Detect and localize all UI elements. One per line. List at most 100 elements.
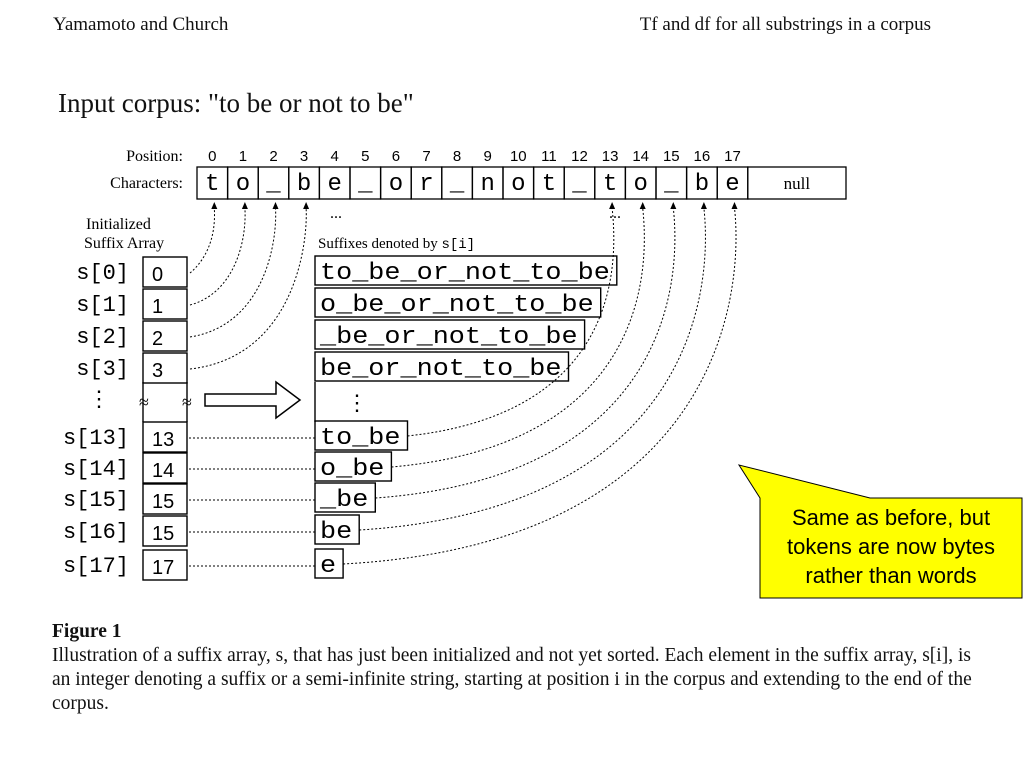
character-glyph: r	[419, 171, 433, 198]
array-cell	[142, 483, 188, 515]
array-value: 2	[152, 328, 163, 350]
position-number: 13	[602, 148, 619, 165]
array-value: 15	[152, 523, 174, 545]
array-to-char-link	[189, 207, 307, 370]
suffix-text: _be	[319, 487, 368, 514]
character-glyph: o	[236, 171, 250, 198]
suffix-to-char-link	[343, 207, 737, 565]
character-glyph: n	[480, 171, 494, 198]
position-number: 16	[694, 148, 711, 165]
callout-text: Same as before, but tokens are now bytes…	[787, 505, 995, 588]
suffix-array-label-1: Initialized	[86, 216, 151, 233]
position-number: 2	[269, 148, 277, 165]
array-value: 17	[152, 557, 174, 579]
callout-box	[737, 464, 1023, 599]
row-label: s[17]	[63, 554, 129, 579]
suffix-box	[314, 287, 602, 318]
ellipsis-left: ...	[330, 205, 342, 222]
suffix-box	[314, 351, 570, 382]
link-arrowhead	[670, 202, 677, 209]
callout	[737, 464, 1023, 599]
vdots-left: ⋮	[88, 386, 110, 411]
suffix-text: to_be_or_not_to_be	[320, 260, 610, 287]
header-authors: Yamamoto and Church	[53, 14, 229, 35]
figure-title: Input corpus: "to be or not to be"	[58, 88, 414, 118]
header-title: Tf and df for all substrings in a corpus	[639, 14, 931, 35]
array-value: 13	[152, 429, 174, 451]
suffix-box	[314, 319, 586, 350]
position-label: Position:	[126, 148, 183, 165]
suffix-to-char-link	[407, 207, 615, 437]
link-arrowhead	[639, 202, 646, 209]
array-cell	[142, 421, 188, 453]
array-cell	[142, 452, 188, 484]
character-glyph: b	[695, 171, 709, 198]
position-number: 1	[239, 148, 247, 165]
array-value: 0	[152, 264, 163, 286]
array-cell	[142, 320, 188, 352]
suffix-text: e	[320, 553, 336, 580]
array-cell	[142, 352, 188, 384]
character-glyph: b	[297, 171, 311, 198]
character-glyph: o	[511, 171, 525, 198]
suffix-text: to_be	[320, 425, 401, 452]
position-number: 12	[571, 148, 588, 165]
array-cell	[142, 515, 188, 547]
approx-left: ≈	[139, 392, 149, 412]
character-glyph: _	[663, 171, 679, 198]
suffixes-label: Suffixes denoted by s[i]	[318, 236, 475, 253]
row-label: s[2]	[76, 325, 129, 350]
suffix-to-char-link	[391, 207, 645, 468]
null-cell	[747, 166, 847, 200]
position-number: 8	[453, 148, 461, 165]
array-value: 15	[152, 491, 174, 513]
suffix-box	[314, 255, 618, 286]
suffix-text: be_or_not_to_be	[320, 356, 562, 383]
character-glyph: e	[327, 171, 341, 198]
suffix-text: be	[320, 519, 352, 546]
row-label: s[14]	[63, 457, 129, 482]
suffixes-label-text: Suffixes denoted by	[318, 236, 441, 252]
suffix-array-label-2: Suffix Array	[84, 235, 164, 252]
row-label: s[15]	[63, 488, 129, 513]
link-arrowhead	[211, 202, 218, 209]
position-number: 5	[361, 148, 369, 165]
position-number: 3	[300, 148, 308, 165]
suffix-text: o_be	[320, 456, 384, 483]
position-number: 17	[724, 148, 741, 165]
suffix-text: _be_or_not_to_be	[319, 324, 578, 351]
characters-label: Characters:	[110, 175, 183, 192]
character-glyph: _	[357, 171, 373, 198]
position-number: 15	[663, 148, 680, 165]
array-value: 3	[152, 360, 163, 382]
array-cell	[142, 549, 188, 581]
vdots-mid: ⋮	[346, 390, 368, 415]
suffix-to-char-link	[359, 207, 706, 531]
caption-title: Figure 1	[52, 621, 122, 642]
suffix-to-char-link	[375, 207, 676, 499]
position-number: 7	[422, 148, 430, 165]
ellipsis-right: ...	[609, 205, 621, 222]
array-cell	[142, 288, 188, 320]
position-number: 4	[331, 148, 339, 165]
character-glyph: _	[571, 171, 587, 198]
row-label: s[3]	[76, 357, 129, 382]
row-label: s[1]	[76, 293, 129, 318]
dotted-links	[189, 202, 738, 567]
row-label: s[13]	[63, 426, 129, 451]
link-arrowhead	[609, 202, 616, 209]
array-cell	[142, 256, 188, 288]
position-number: 14	[632, 148, 649, 165]
figure-caption: Figure 1 Illustration of a suffix array,…	[52, 620, 992, 716]
array-to-char-link	[189, 207, 277, 338]
caption-body: Illustration of a suffix array, s, that …	[52, 645, 972, 714]
suffixes-label-code: s[i]	[441, 237, 475, 253]
position-number: 11	[541, 148, 557, 165]
row-label: s[16]	[63, 520, 129, 545]
row-label: s[0]	[76, 261, 129, 286]
position-number: 6	[392, 148, 400, 165]
position-number: 0	[208, 148, 216, 165]
